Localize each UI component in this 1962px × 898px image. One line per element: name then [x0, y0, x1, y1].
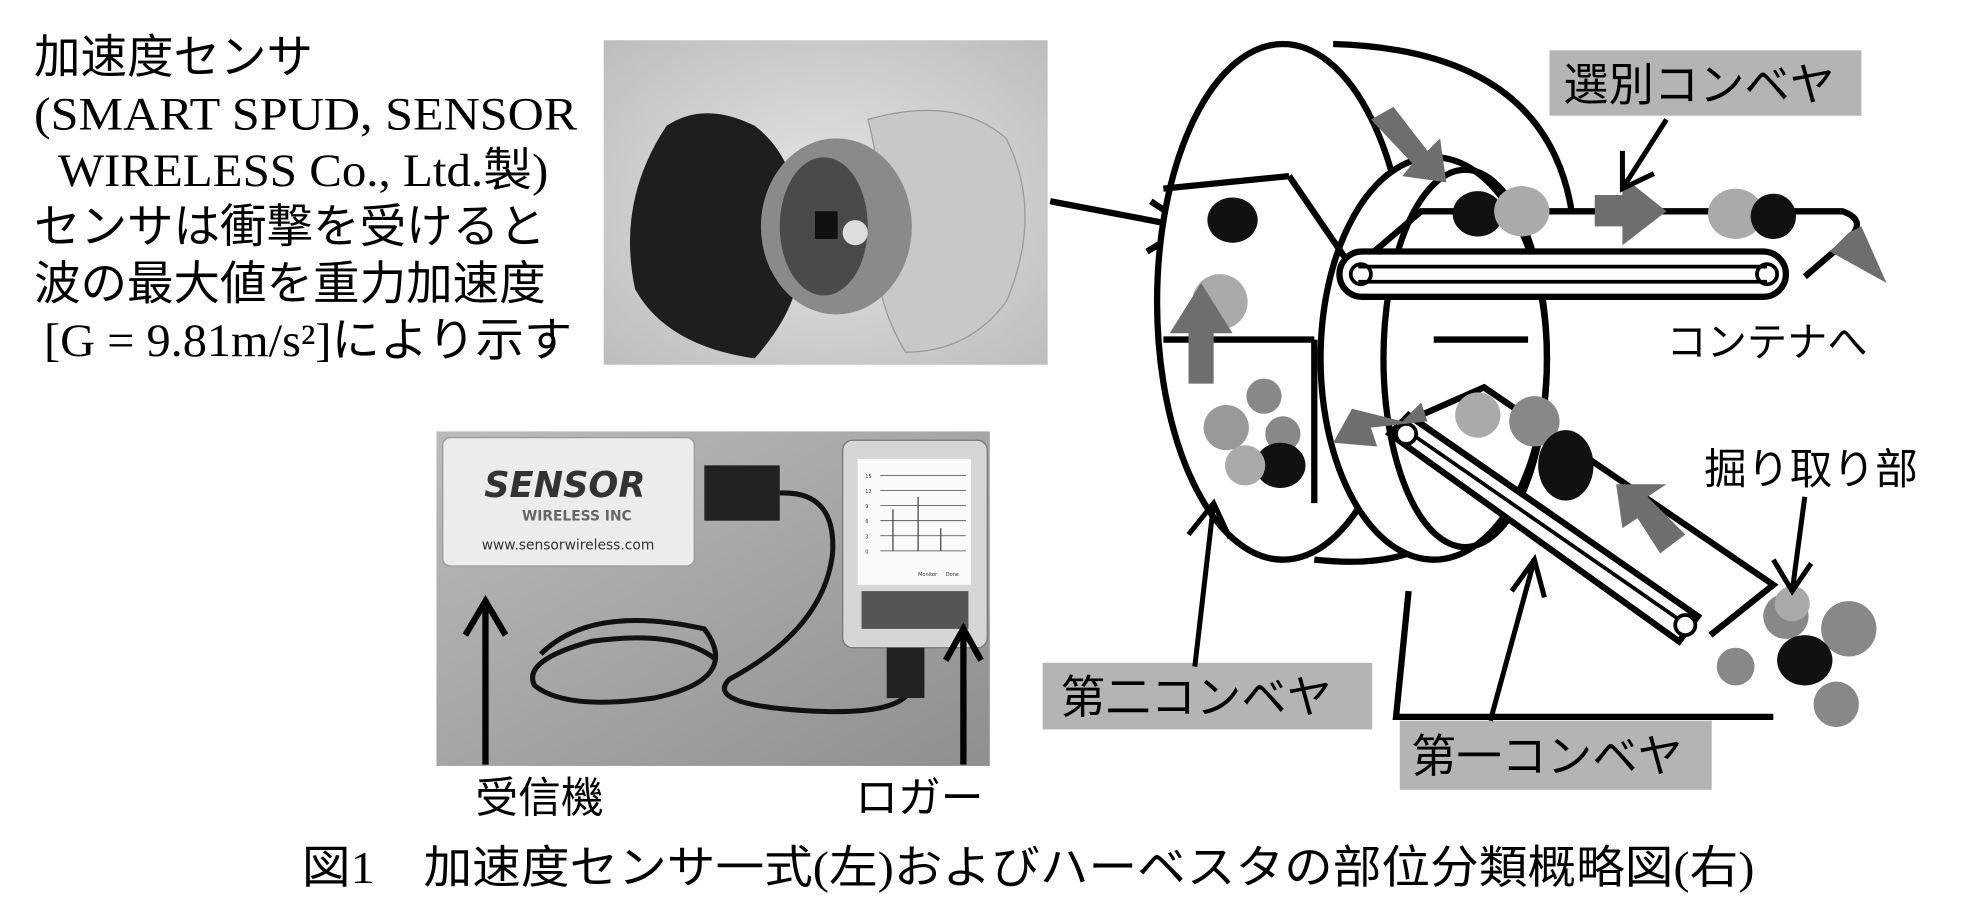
logger-label: ロガー — [855, 775, 983, 822]
logger-screen — [857, 459, 971, 585]
first-conveyor-label: 第一コンベヤ — [1411, 732, 1683, 782]
y-tick: 15 — [865, 474, 871, 480]
desc-line: [G = 9.81m/s²]により示す — [44, 316, 572, 367]
sensor-photo — [603, 40, 1048, 365]
desc-line: (SMART SPUD, SENSOR — [34, 90, 577, 141]
sensor-description: 加速度センサ (SMART SPUD, SENSOR WIRELESS Co.,… — [34, 33, 577, 367]
flow-arrows — [1169, 106, 1887, 554]
potatoes — [1192, 186, 1877, 727]
digging-section-label: 掘り取り部 — [1704, 447, 1918, 494]
to-container-label: コンテナへ — [1666, 320, 1867, 365]
y-tick: 3 — [865, 534, 868, 540]
desc-line: 波の最大値を重力加速度 — [34, 259, 546, 310]
label-arrows — [1186, 118, 1814, 722]
y-tick: 9 — [865, 504, 868, 510]
y-tick: 12 — [865, 489, 871, 495]
monitor-button: Monitor — [918, 572, 938, 578]
receiver-device — [442, 437, 695, 567]
receiver-brand: SENSOR — [484, 465, 645, 506]
diagram-labels: 選別コンベヤ コンテナへ 掘り取り部 第二コンベヤ 第一コンベヤ — [1042, 50, 1918, 790]
receiver-url: www.sensorwireless.com — [482, 538, 655, 554]
desc-line: 加速度センサ — [34, 33, 313, 84]
photo-arrows — [462, 595, 984, 765]
equipment-photo: SENSOR WIRELESS INC www.sensorwireless.c… — [436, 431, 990, 766]
receiver-label: 受信機 — [475, 775, 603, 822]
desc-line: センサは衝撃を受けると — [34, 203, 546, 254]
receiver-brand-sub: WIRELESS INC — [522, 509, 632, 525]
y-tick: 6 — [865, 519, 868, 525]
desc-line: WIRELESS Co., Ltd.製) — [58, 146, 548, 197]
sorting-conveyor-label: 選別コンベヤ — [1563, 61, 1835, 111]
figure-caption: 図1 加速度センサ一式(左)およびハーベスタの部位分類概略図(右) — [302, 843, 1755, 893]
done-button: Done — [946, 572, 959, 578]
y-tick: 0 — [865, 549, 868, 555]
second-conveyor-label: 第二コンベヤ — [1060, 673, 1332, 723]
